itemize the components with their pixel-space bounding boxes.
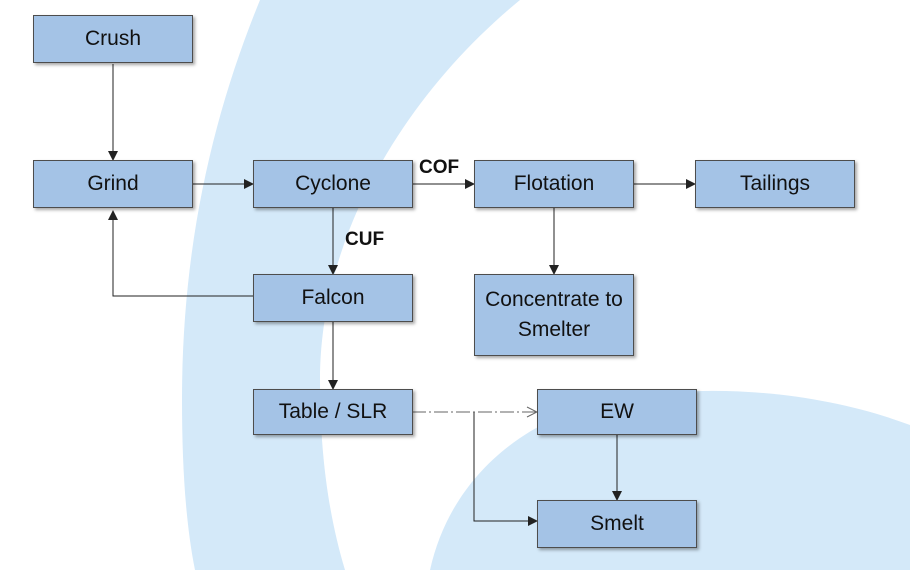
node-crush-label: Crush (84, 27, 142, 50)
node-table-slr-label: Table / SLR (278, 400, 388, 423)
node-smelt-label: Smelt (590, 512, 644, 535)
node-ew: EW (537, 389, 697, 435)
node-crush: Crush (33, 15, 193, 63)
edge-label-cuf: CUF (345, 229, 385, 250)
edge-table-smelt (473, 412, 538, 526)
node-smelt: Smelt (537, 500, 697, 548)
node-tailings: Tailings (695, 160, 855, 208)
node-cyclone: Cyclone (253, 160, 413, 208)
node-tailings-label: Tailings (739, 172, 811, 195)
node-grind: Grind (33, 160, 193, 208)
node-falcon-label: Falcon (301, 286, 365, 309)
node-flotation: Flotation (474, 160, 634, 208)
edge-falcon-grind (108, 210, 253, 297)
node-ew-label: EW (600, 400, 634, 423)
node-concentrate: Concentrate to Smelter (474, 274, 634, 356)
edge-label-cof: COF (419, 157, 460, 178)
node-grind-label: Grind (87, 172, 139, 195)
node-flotation-label: Flotation (513, 172, 595, 195)
node-table-slr: Table / SLR (253, 389, 413, 435)
node-concentrate-label: Concentrate to Smelter (485, 288, 623, 341)
node-cyclone-label: Cyclone (295, 172, 371, 195)
node-falcon: Falcon (253, 274, 413, 322)
